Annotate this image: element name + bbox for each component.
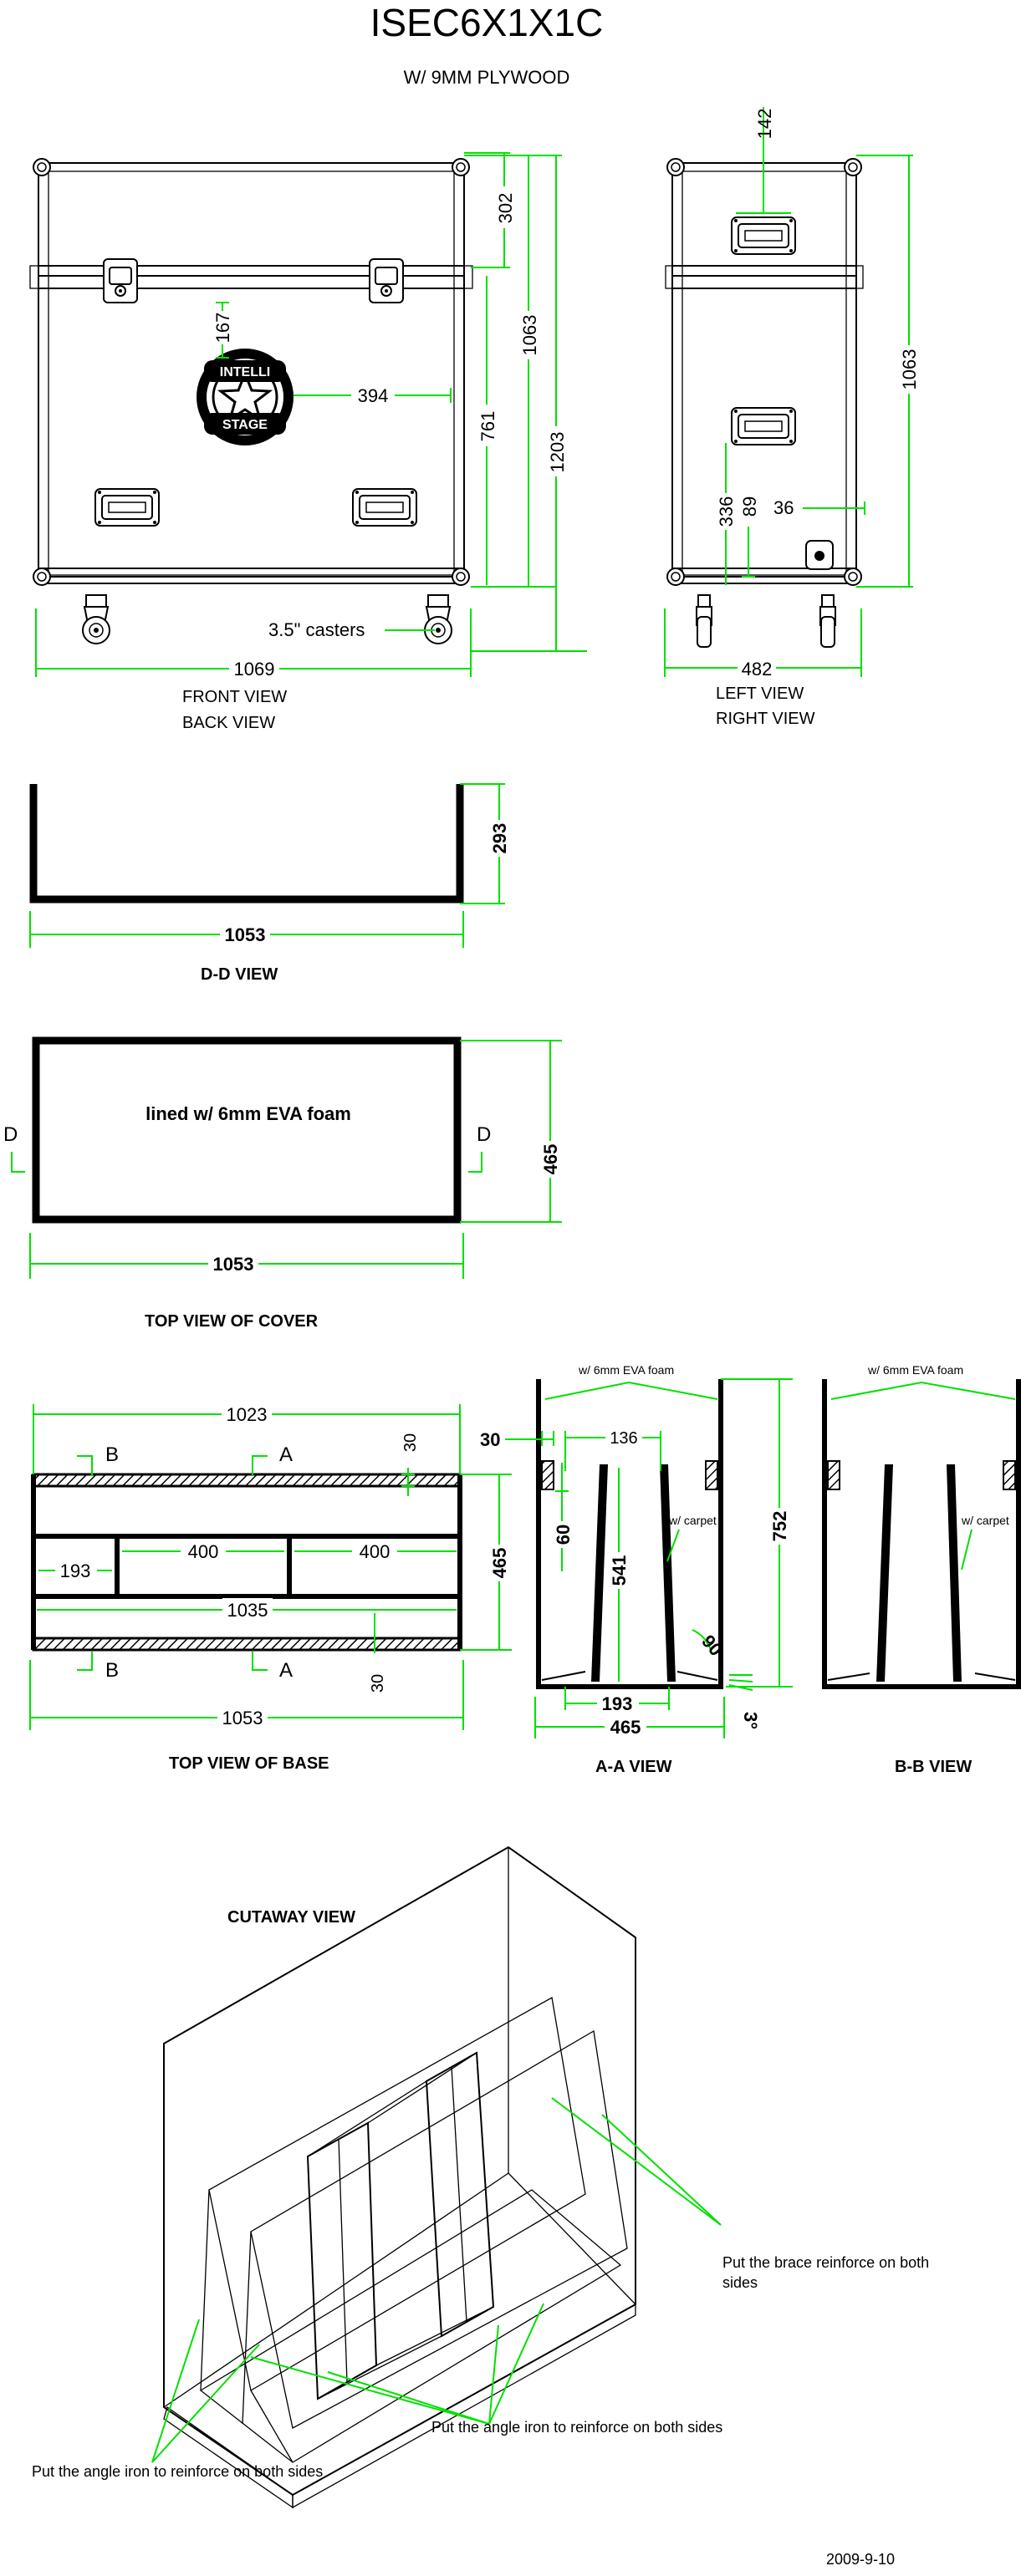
cutaway-label: CUTAWAY VIEW <box>227 1908 355 1927</box>
side-view <box>665 158 864 648</box>
dim-side-width: 482 <box>742 659 773 680</box>
front-view-dimensions: 302 761 1063 1203 167 394 3.5" casters 1… <box>35 152 587 732</box>
dim-aa-width: 465 <box>610 1717 641 1738</box>
dim-dd-width: 1053 <box>225 924 266 945</box>
bb-foam-note: w/ 6mm EVA foam <box>867 1363 963 1377</box>
cutaway-view: CUTAWAY VIEW <box>163 1845 636 2509</box>
dim-logo-distance: 394 <box>358 385 389 406</box>
drawing-date: 2009-9-10 <box>826 2551 895 2568</box>
base-top-view-label: TOP VIEW OF BASE <box>169 1754 329 1773</box>
dim-front-width: 1069 <box>234 659 275 680</box>
bb-view: w/ 6mm EVA foam w/ carpet B-B VIEW <box>822 1363 1021 1776</box>
aa-view-dimensions: 30 136 60 541 90 193 465 752 3° A- <box>480 1378 793 1776</box>
dim-cover-depth: 465 <box>540 1144 561 1175</box>
dim-body-height: 761 <box>477 411 498 442</box>
dim-handle-width: 142 <box>754 109 775 140</box>
angle-iron-note-mid: Put the angle iron to reinforce on both … <box>431 2419 722 2436</box>
logo-text-bottom: STAGE <box>222 418 268 432</box>
dim-aa-height-60: 60 <box>553 1525 574 1545</box>
base-top-view-dimensions: 1023 B A 30 193 400 400 1035 30 B A 465 <box>29 1403 512 1773</box>
dim-cover-width: 1053 <box>213 1254 254 1275</box>
drawing-subtitle: W/ 9MM PLYWOOD <box>404 67 570 88</box>
cover-section-d-left: D <box>3 1123 18 1146</box>
dim-base-cell-2: 400 <box>188 1541 219 1562</box>
left-view-label: LEFT VIEW <box>716 685 804 703</box>
aa-foam-note: w/ 6mm EVA foam <box>578 1363 674 1377</box>
dd-view-label: D-D VIEW <box>201 965 278 984</box>
aa-view: w/ 6mm EVA foam w/ carpet <box>536 1363 723 1689</box>
dim-aa-height-752: 752 <box>769 1511 790 1542</box>
drawing-title: ISEC6X1X1C <box>370 1 604 44</box>
dd-view: 293 1053 D-D VIEW <box>29 783 510 984</box>
dim-aa-angle-3: 3° <box>740 1712 761 1729</box>
dim-base-inner-width: 1023 <box>227 1404 268 1425</box>
aa-carpet-note: w/ carpet <box>668 1514 717 1527</box>
intellistage-logo: INTELLI STAGE <box>197 349 294 445</box>
dim-side-height: 1063 <box>899 349 920 390</box>
angle-iron-note-left: Put the angle iron to reinforce on both … <box>32 2463 323 2480</box>
casters-label: 3.5" casters <box>268 619 365 640</box>
cover-section-d-right: D <box>477 1123 491 1146</box>
right-view-label: RIGHT VIEW <box>716 710 815 728</box>
dim-dd-height: 293 <box>489 823 510 854</box>
bb-view-label: B-B VIEW <box>895 1758 972 1776</box>
dim-base-slot-width: 1035 <box>227 1600 268 1621</box>
base-marker-b-bottom: B <box>105 1659 119 1682</box>
logo-text-top: INTELLI <box>220 365 270 379</box>
dim-latch-height: 89 <box>739 496 760 517</box>
dim-base-wall-bottom: 30 <box>369 1674 387 1693</box>
dim-base-depth: 465 <box>489 1548 510 1579</box>
dim-logo-offset: 167 <box>212 313 233 344</box>
base-marker-a-bottom: A <box>279 1659 293 1682</box>
dim-aa-height-541: 541 <box>609 1555 630 1586</box>
cover-top-view-label: TOP VIEW OF COVER <box>145 1312 319 1331</box>
dim-handle-height: 336 <box>716 496 737 527</box>
dim-base-cell-3: 400 <box>360 1541 391 1562</box>
dim-base-outer-width: 1053 <box>222 1708 263 1728</box>
base-marker-b-top: B <box>105 1443 119 1466</box>
front-view: INTELLI STAGE <box>29 158 473 644</box>
dim-aa-bottom: 193 <box>602 1693 633 1714</box>
dim-overall-height: 1203 <box>547 432 568 473</box>
dim-base-cell-1: 193 <box>60 1560 91 1581</box>
side-view-dimensions: 142 1063 336 89 36 482 LEFT VIEW RIGHT V… <box>664 107 920 728</box>
bb-carpet-note: w/ carpet <box>961 1514 1009 1527</box>
dim-base-wall-top: 30 <box>401 1433 420 1452</box>
back-view-label: BACK VIEW <box>182 714 275 732</box>
aa-view-label: A-A VIEW <box>595 1758 672 1776</box>
dim-latch-offset: 36 <box>773 497 794 518</box>
base-top-view <box>31 1473 462 1652</box>
dim-aa-wall: 30 <box>480 1429 500 1450</box>
dim-lid-height: 302 <box>495 193 516 224</box>
dim-total-body: 1063 <box>519 315 540 356</box>
dim-aa-gap: 136 <box>610 1429 637 1448</box>
base-marker-a-top: A <box>279 1443 293 1466</box>
cover-top-view: lined w/ 6mm EVA foam D D 465 1053 TOP V… <box>3 1036 562 1331</box>
cover-foam-note: lined w/ 6mm EVA foam <box>145 1103 351 1124</box>
front-view-label: FRONT VIEW <box>182 688 287 706</box>
